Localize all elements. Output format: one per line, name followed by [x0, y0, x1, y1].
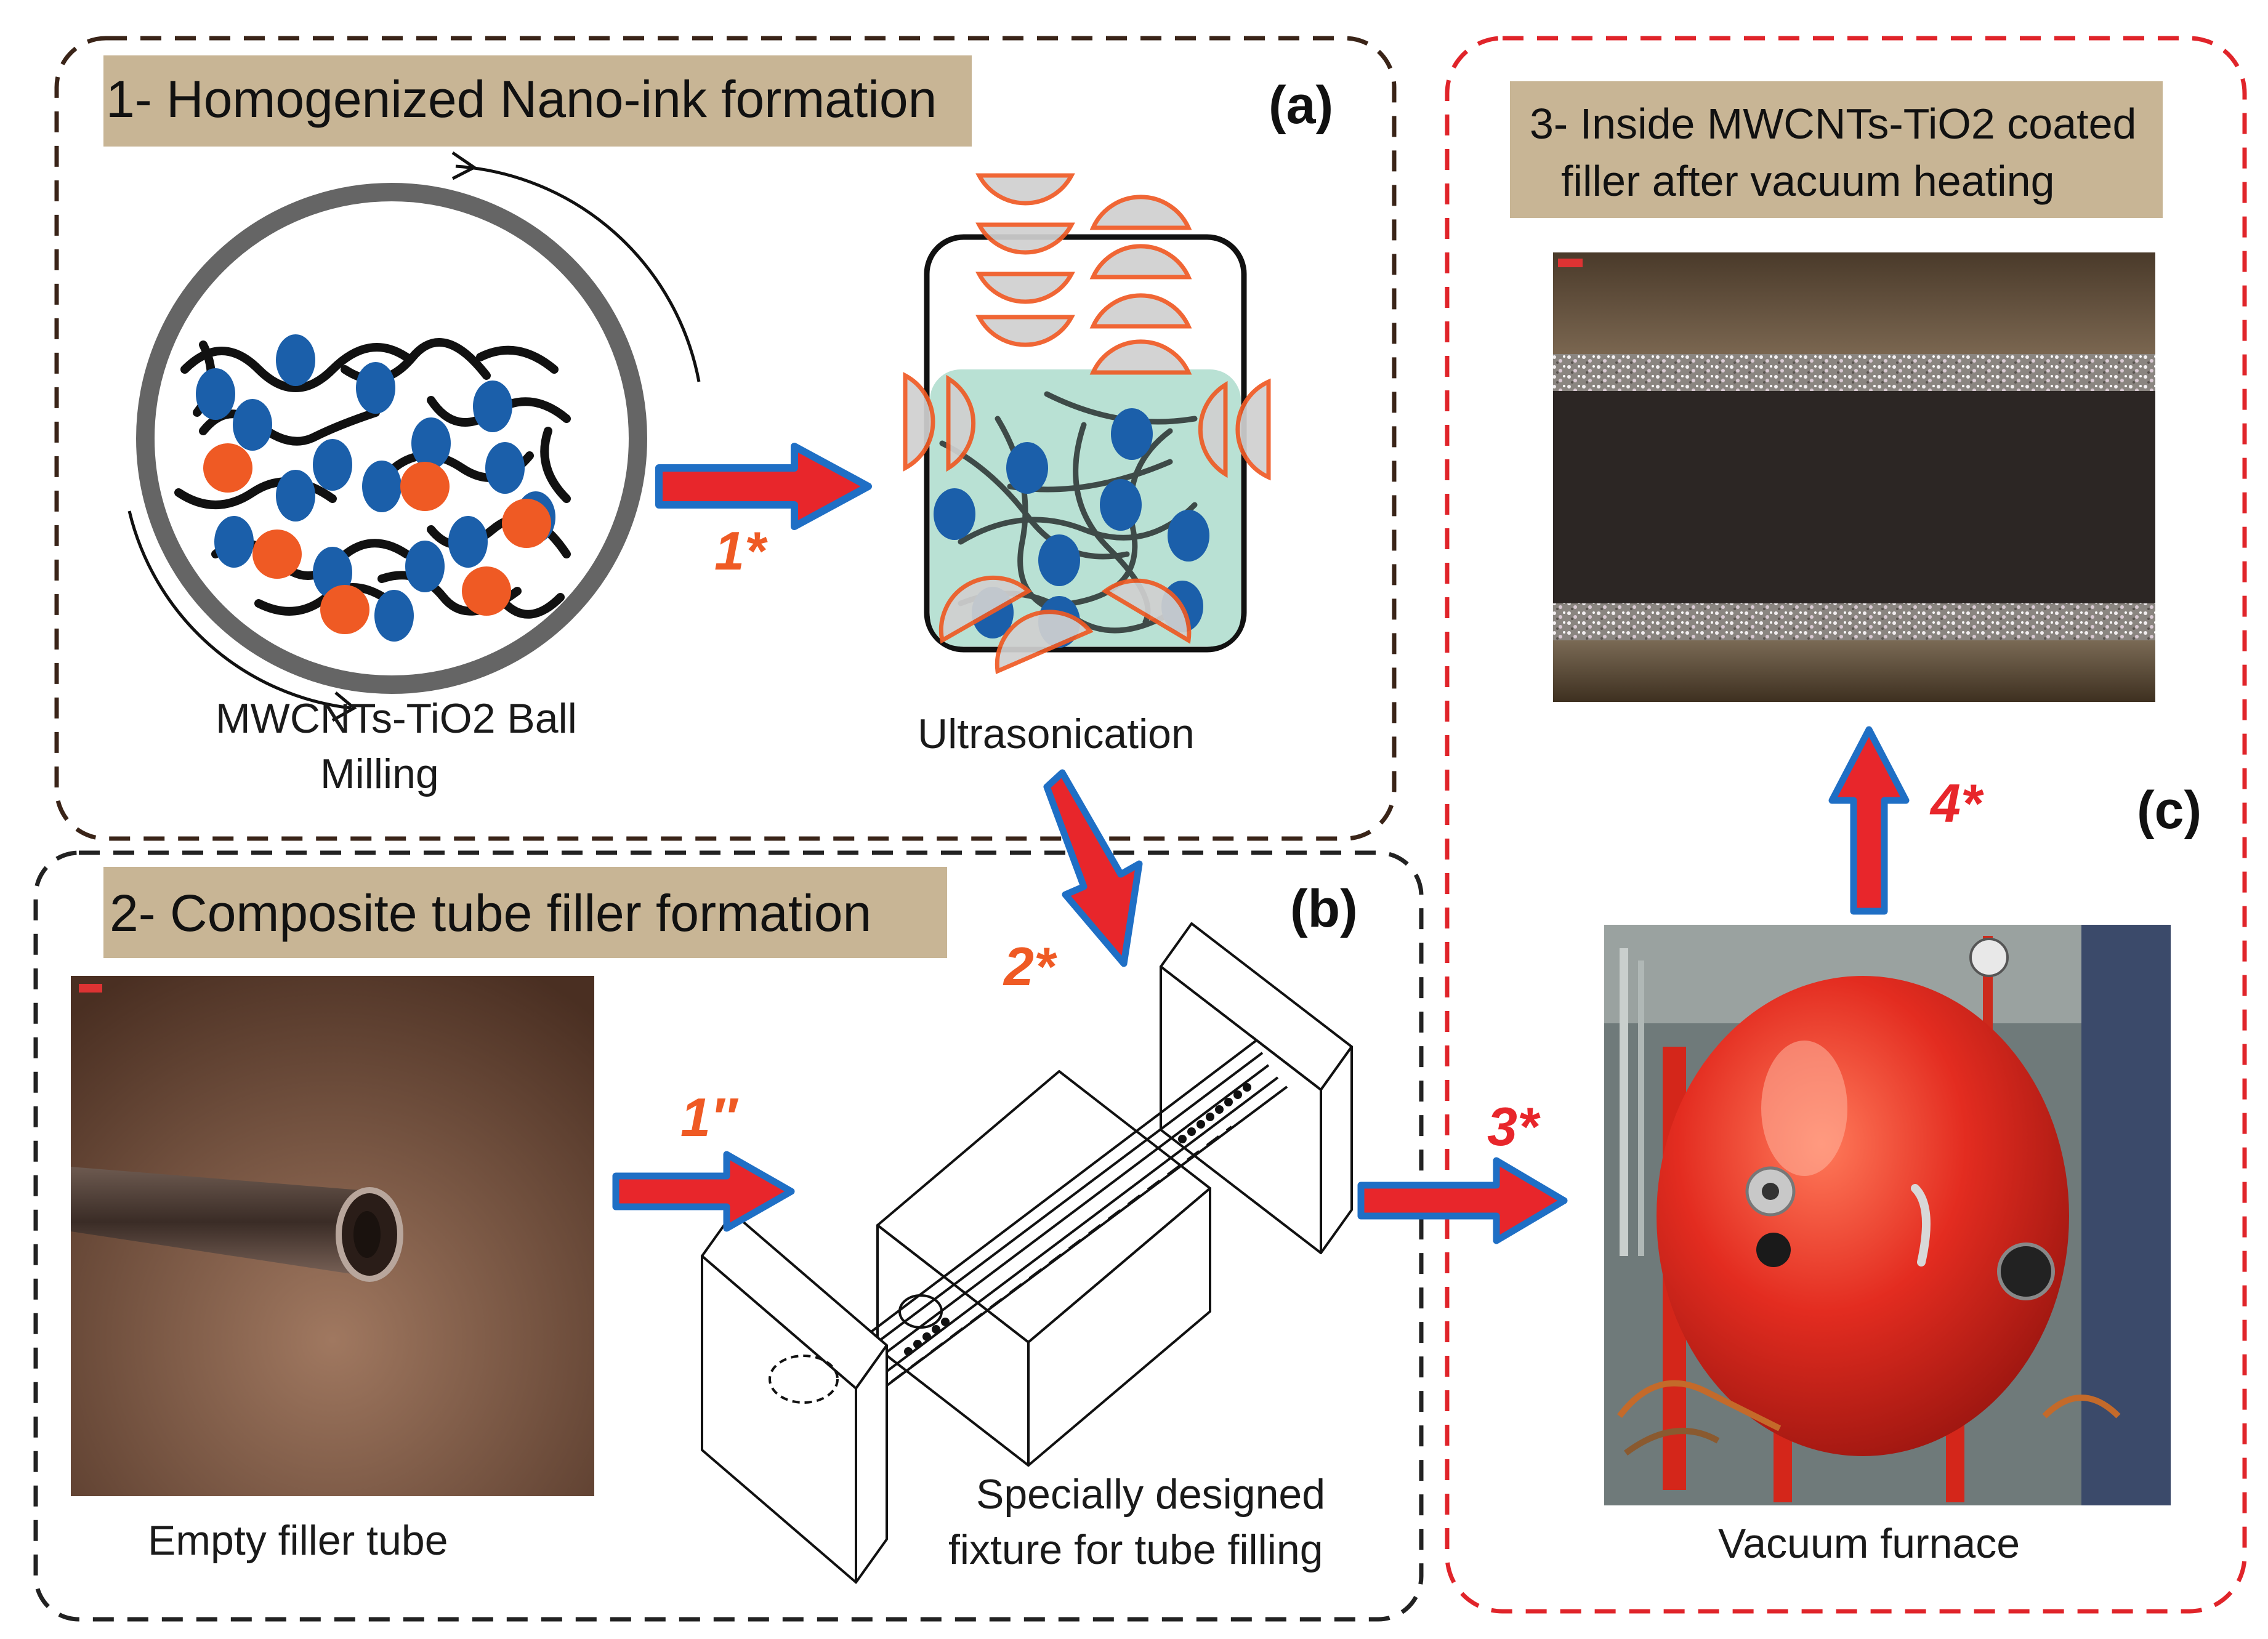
- panel-c-label: (c): [2137, 781, 2201, 840]
- panel-c-border: [1445, 36, 2247, 1614]
- step-2-label: 2*: [1003, 936, 1057, 997]
- ultrasonication-caption: Ultrasonication: [918, 711, 1195, 757]
- vacuum-furnace-photo: [1604, 925, 2171, 1505]
- empty-tube-caption: Empty filler tube: [148, 1517, 448, 1564]
- tube-fixture-icon: [701, 922, 1353, 1584]
- panel-b-title-box: [103, 867, 947, 958]
- ultrasonic-vial-icon: [903, 173, 1271, 675]
- step-1-label: 1*: [714, 520, 768, 581]
- ball-mill-icon: [127, 151, 701, 722]
- panel-a: 1- Homogenized Nano-ink formation (a): [54, 36, 1397, 841]
- panel-b-label: (b): [1290, 879, 1358, 938]
- arrow-step-4: [1828, 726, 1910, 915]
- arrow-step-1: [655, 443, 872, 530]
- arrow-step-1b: [612, 1151, 795, 1232]
- arrow-step-2: [1043, 769, 1143, 967]
- panel-a-border: [54, 36, 1397, 841]
- ball-mill-caption-2: Milling: [320, 751, 439, 797]
- fixture-caption-2: fixture for tube filling: [948, 1526, 1323, 1573]
- ball-mill-caption-1: MWCNTs-TiO2 Ball: [216, 695, 577, 742]
- panel-b: 2- Composite tube filler formation (b) E…: [33, 769, 1424, 1622]
- panel-b-border: [33, 850, 1424, 1622]
- panel-c-title-box: [1510, 81, 2163, 218]
- step-3-label: 3*: [1487, 1096, 1541, 1157]
- fixture-caption-1: Specially designed: [976, 1471, 1325, 1518]
- panel-a-label: (a): [1269, 76, 1333, 135]
- step-4-label: 4*: [1929, 773, 1984, 834]
- panel-c-title-1: 3- Inside MWCNTs-TiO2 coated: [1530, 100, 2136, 148]
- coated-filler-micrograph: [1553, 252, 2155, 702]
- panel-c-title-2: filler after vacuum heating: [1561, 157, 2055, 205]
- panel-a-title-box: [103, 55, 972, 147]
- panel-c: 3- Inside MWCNTs-TiO2 coated filler afte…: [1445, 36, 2247, 1614]
- panel-a-title: 1- Homogenized Nano-ink formation: [106, 70, 937, 128]
- step-1b-label: 1″: [680, 1087, 739, 1148]
- panel-b-title: 2- Composite tube filler formation: [110, 884, 871, 942]
- empty-filler-tube-photo: [71, 976, 594, 1496]
- arrow-step-3: [1357, 1157, 1568, 1244]
- furnace-caption: Vacuum furnace: [1718, 1520, 2020, 1567]
